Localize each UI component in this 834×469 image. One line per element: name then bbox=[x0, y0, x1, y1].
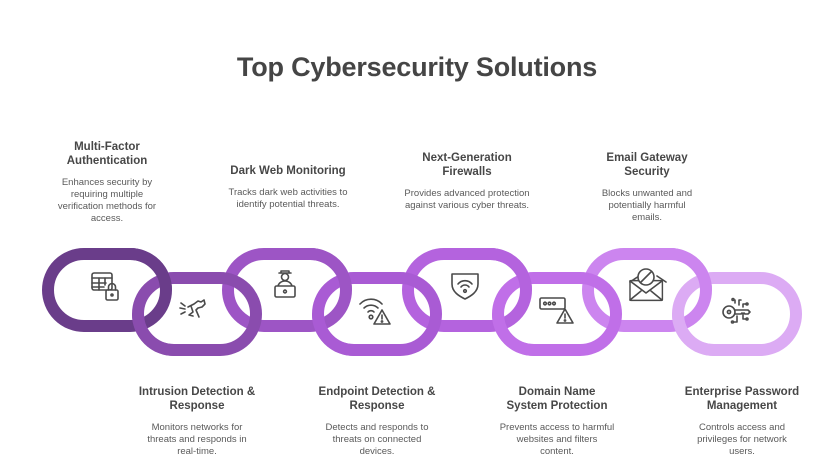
wifi-warning-icon bbox=[359, 298, 391, 325]
item-description: Enhances security by requiring multiple … bbox=[57, 177, 157, 224]
label-dark-web-monitoring: Dark Web Monitoring Tracks dark web acti… bbox=[208, 164, 368, 211]
label-endpoint-detection-response: Endpoint Detection &Response Detects and… bbox=[297, 385, 457, 458]
item-title: Dark Web Monitoring bbox=[230, 165, 346, 177]
page-title: Top Cybersecurity Solutions bbox=[236, 52, 598, 82]
digital-key-icon bbox=[722, 297, 751, 324]
shield-wifi-icon bbox=[451, 273, 479, 300]
item-description: Prevents access to harmful websites and … bbox=[499, 422, 615, 457]
item-description: Detects and responds to threats on conne… bbox=[325, 422, 429, 457]
item-description: Monitors networks for threats and respon… bbox=[147, 422, 247, 457]
item-description: Tracks dark web activities to identify p… bbox=[228, 187, 348, 210]
item-description: Controls access and privileges for netwo… bbox=[697, 422, 787, 457]
item-title: Intrusion Detection &Response bbox=[138, 386, 256, 412]
item-description: Blocks unwanted and potentially harmful … bbox=[601, 188, 693, 223]
blocked-email-icon bbox=[629, 268, 667, 302]
password-warning-icon bbox=[539, 297, 574, 324]
table-lock-icon bbox=[91, 272, 119, 301]
label-intrusion-detection-response: Intrusion Detection &Response Monitors n… bbox=[117, 385, 277, 458]
item-title: Endpoint Detection &Response bbox=[318, 386, 436, 412]
hacker-laptop-icon bbox=[274, 270, 296, 298]
item-description: Provides advanced protection against var… bbox=[404, 188, 530, 211]
barking-dog-icon bbox=[179, 299, 206, 318]
